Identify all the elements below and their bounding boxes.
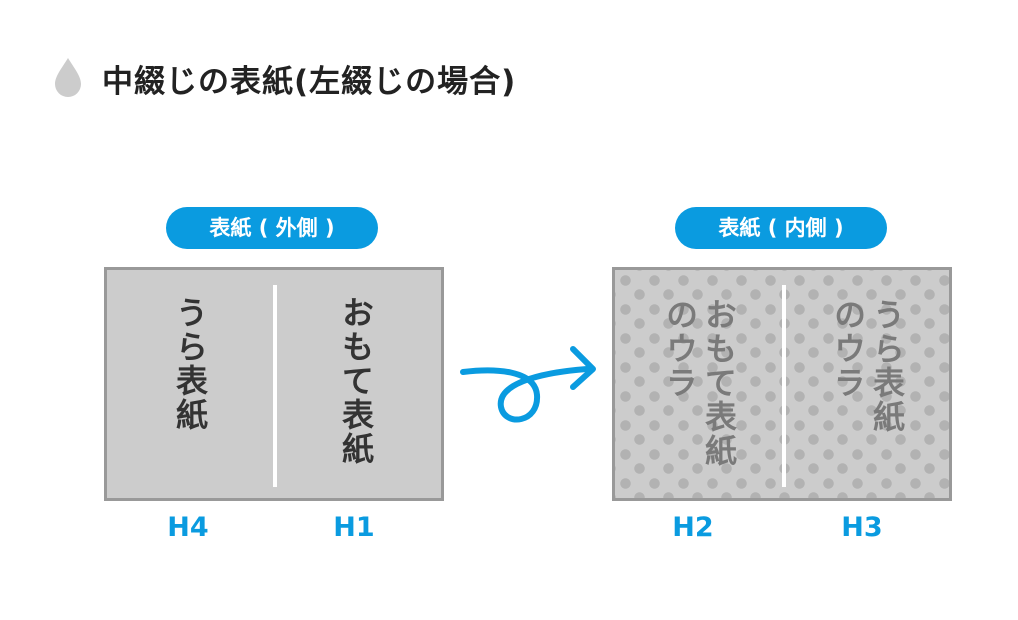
front-cover-text: おもて表紙 <box>337 296 375 466</box>
inside-cover-pill: 表紙 ( 内側 ) <box>675 207 887 249</box>
label-h1: H1 <box>333 512 375 543</box>
label-h3: H3 <box>841 512 883 543</box>
drop-icon <box>55 58 81 97</box>
h2-main-text: おもて表紙 <box>700 298 738 468</box>
fold-line <box>782 285 786 487</box>
flip-arrow-icon <box>460 346 596 423</box>
fold-line <box>273 285 277 487</box>
label-h4: H4 <box>167 512 209 543</box>
label-h2: H2 <box>672 512 714 543</box>
inside-cover-panel: のウラ おもて表紙 のウラ うら表紙 <box>612 267 952 501</box>
outside-cover-pill: 表紙 ( 外側 ) <box>166 207 378 249</box>
back-cover-text: うら表紙 <box>171 296 209 432</box>
page-title: 中綴じの表紙(左綴じの場合) <box>102 64 517 100</box>
outside-cover-panel: うら表紙 おもて表紙 <box>104 267 444 501</box>
h2-sub-text: のウラ <box>661 298 699 400</box>
h3-sub-text: のウラ <box>829 298 867 400</box>
h3-main-text: うら表紙 <box>868 298 906 434</box>
